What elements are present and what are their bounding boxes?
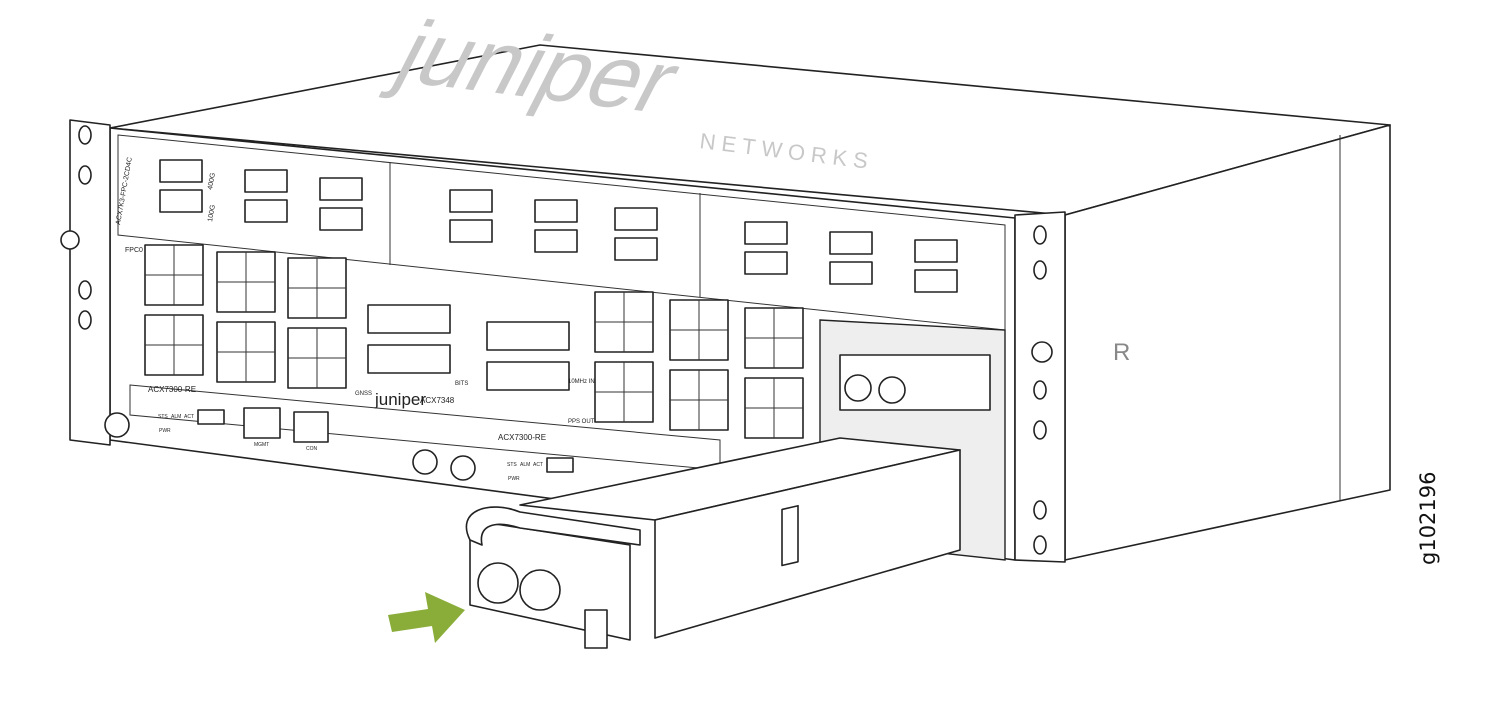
thumbscrew[interactable] (412, 449, 438, 475)
re1-usb-port[interactable] (546, 457, 574, 473)
psu-power-inlet (519, 569, 561, 611)
thumbscrew[interactable] (60, 230, 80, 250)
qsfp-port[interactable] (244, 169, 288, 193)
re1-alm: ALM (520, 462, 530, 468)
qsfp-port[interactable] (159, 159, 203, 183)
brand-label: juniper (374, 390, 426, 409)
re0-mgmt: MGMT (254, 442, 269, 448)
re0-usb-port[interactable] (197, 409, 225, 425)
re0-con-port[interactable] (293, 411, 329, 443)
qsfp-port[interactable] (744, 221, 788, 245)
psu-handle[interactable] (465, 506, 641, 546)
qsfp-port[interactable] (534, 199, 578, 223)
re0-con: CON (306, 446, 318, 452)
re0-mgmt-port[interactable] (243, 407, 281, 439)
thumbscrew[interactable] (104, 412, 130, 438)
rack-mount-hole (78, 165, 92, 185)
re0-alm: ALM (171, 414, 181, 420)
rack-mount-hole (1033, 420, 1047, 440)
qsfp-port[interactable] (829, 231, 873, 255)
qsfp-port[interactable] (367, 304, 451, 334)
re0-act: ACT (184, 414, 194, 420)
qsfp-port[interactable] (159, 189, 203, 213)
rack-mount-hole (1033, 380, 1047, 400)
fpc-slot: FPC0 (125, 247, 143, 254)
re1-label: ACX7300-RE (498, 433, 546, 442)
gnss-label: GNSS (355, 391, 372, 397)
re0-sts: STS (158, 414, 168, 420)
qsfp-port[interactable] (449, 219, 493, 243)
rack-mount-hole (1033, 535, 1047, 555)
qsfp-port[interactable] (534, 229, 578, 253)
model-label: ACX7348 (420, 396, 455, 405)
thumbscrew[interactable] (1031, 341, 1053, 363)
qsfp-port[interactable] (319, 207, 363, 231)
psu-vent (781, 504, 799, 567)
qsfp-port[interactable] (319, 177, 363, 201)
qsfp-port[interactable] (914, 239, 958, 263)
qsfp-port[interactable] (486, 361, 570, 391)
re1-act: ACT (533, 462, 543, 468)
psu-body-side (654, 449, 961, 639)
psu-power-inlet (477, 562, 519, 604)
qsfp-port[interactable] (914, 269, 958, 293)
figure-id: g102196 (1416, 472, 1440, 566)
qsfp-port[interactable] (614, 207, 658, 231)
rack-mount-hole (78, 280, 92, 300)
psu-latch[interactable] (584, 609, 608, 649)
rack-mount-hole (1033, 225, 1047, 245)
left-rack-ear (69, 119, 111, 446)
re1-pwr: PWR (508, 476, 520, 482)
qsfp-port[interactable] (367, 344, 451, 374)
rack-mount-hole (78, 310, 92, 330)
qsfp-port[interactable] (486, 321, 570, 351)
bits-label: BITS (455, 381, 468, 387)
rack-mount-hole (78, 125, 92, 145)
re0-pwr: PWR (159, 428, 171, 434)
re1-sts: STS (507, 462, 517, 468)
side-mark: R (1113, 339, 1130, 366)
qsfp-port[interactable] (614, 237, 658, 261)
qsfp-port[interactable] (829, 261, 873, 285)
rack-mount-hole (1033, 500, 1047, 520)
rack-mount-hole (1033, 260, 1047, 280)
qsfp-port[interactable] (244, 199, 288, 223)
re0-label: ACX7300-RE (148, 385, 196, 394)
qsfp-port[interactable] (744, 251, 788, 275)
thumbscrew[interactable] (450, 455, 476, 481)
clock-in-label: 10MHz IN (568, 379, 595, 385)
speed-100g: 100G (207, 204, 217, 222)
speed-400g: 400G (207, 172, 217, 190)
qsfp-port[interactable] (449, 189, 493, 213)
insert-direction-arrow-icon (388, 592, 465, 643)
pps-out-label: PPS OUT (568, 419, 595, 425)
